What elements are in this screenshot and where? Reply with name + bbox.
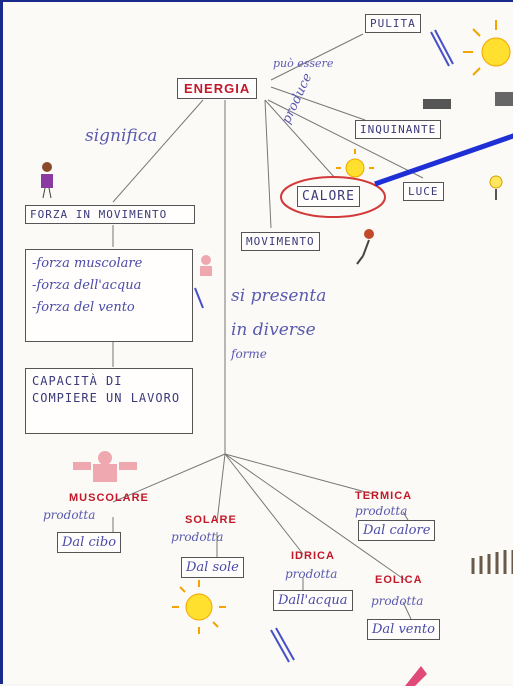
- source-calore: Dal calore: [358, 520, 436, 541]
- form-rel: prodotta: [355, 504, 408, 518]
- forces-list: -forza muscolare -forza dell'acqua -forz…: [25, 249, 193, 342]
- source-acqua: Dall'acqua: [273, 590, 353, 611]
- form-rel: prodotta: [171, 530, 224, 544]
- form-muscolare: MUSCOLARE: [69, 492, 149, 504]
- wind-scribble-icon: [194, 29, 454, 663]
- source-vento: Dal vento: [367, 619, 440, 640]
- muscle-man-icon: [73, 451, 137, 482]
- form-termica: TERMICA: [355, 490, 413, 502]
- lamp-icon: [489, 175, 503, 200]
- form-rel: prodotta: [371, 594, 424, 608]
- form-solare: SOLARE: [185, 514, 237, 526]
- forms-label-line1: si presenta: [231, 286, 327, 306]
- person-icon: [41, 162, 53, 199]
- sun-icon: [463, 20, 511, 76]
- source-sole: Dal sole: [181, 557, 244, 578]
- form-eolica: EOLICA: [375, 574, 423, 586]
- node-luce: LUCE: [403, 182, 444, 201]
- decoration-icon: [405, 666, 427, 686]
- connector-lines: [41, 20, 513, 686]
- forms-label-line2: in diverse: [231, 320, 316, 340]
- node-movimento: MOVIMENTO: [241, 232, 320, 251]
- relation-label-significa: significa: [85, 126, 158, 146]
- central-node: ENERGIA: [177, 78, 258, 99]
- sun-small-icon: [336, 149, 374, 178]
- node-calore: CALORE: [297, 186, 360, 207]
- node-pulita: PULITA: [365, 14, 421, 33]
- force-item: -forza del vento: [32, 300, 135, 315]
- strongman-icon: [200, 255, 212, 276]
- force-item: -forza dell'acqua: [32, 278, 142, 293]
- sun-bottom-icon: [172, 580, 226, 634]
- fence-icon: [471, 550, 513, 574]
- node-capacita: CAPACITÀ DI COMPIERE UN LAVORO: [25, 368, 193, 434]
- force-item: -forza muscolare: [32, 256, 143, 271]
- node-inquinante: INQUINANTE: [355, 120, 442, 139]
- form-rel: prodotta: [285, 567, 338, 581]
- form-idrica: IDRICA: [291, 550, 335, 562]
- source-cibo: Dal cibo: [57, 532, 122, 553]
- runner-icon: [356, 229, 374, 265]
- relation-label-top: può essere: [273, 57, 334, 70]
- factory-icon: [423, 99, 451, 109]
- form-rel: prodotta: [43, 508, 96, 522]
- forms-label-line3: forme: [231, 347, 267, 361]
- node-forza-movimento: FORZA IN MOVIMENTO: [25, 205, 195, 224]
